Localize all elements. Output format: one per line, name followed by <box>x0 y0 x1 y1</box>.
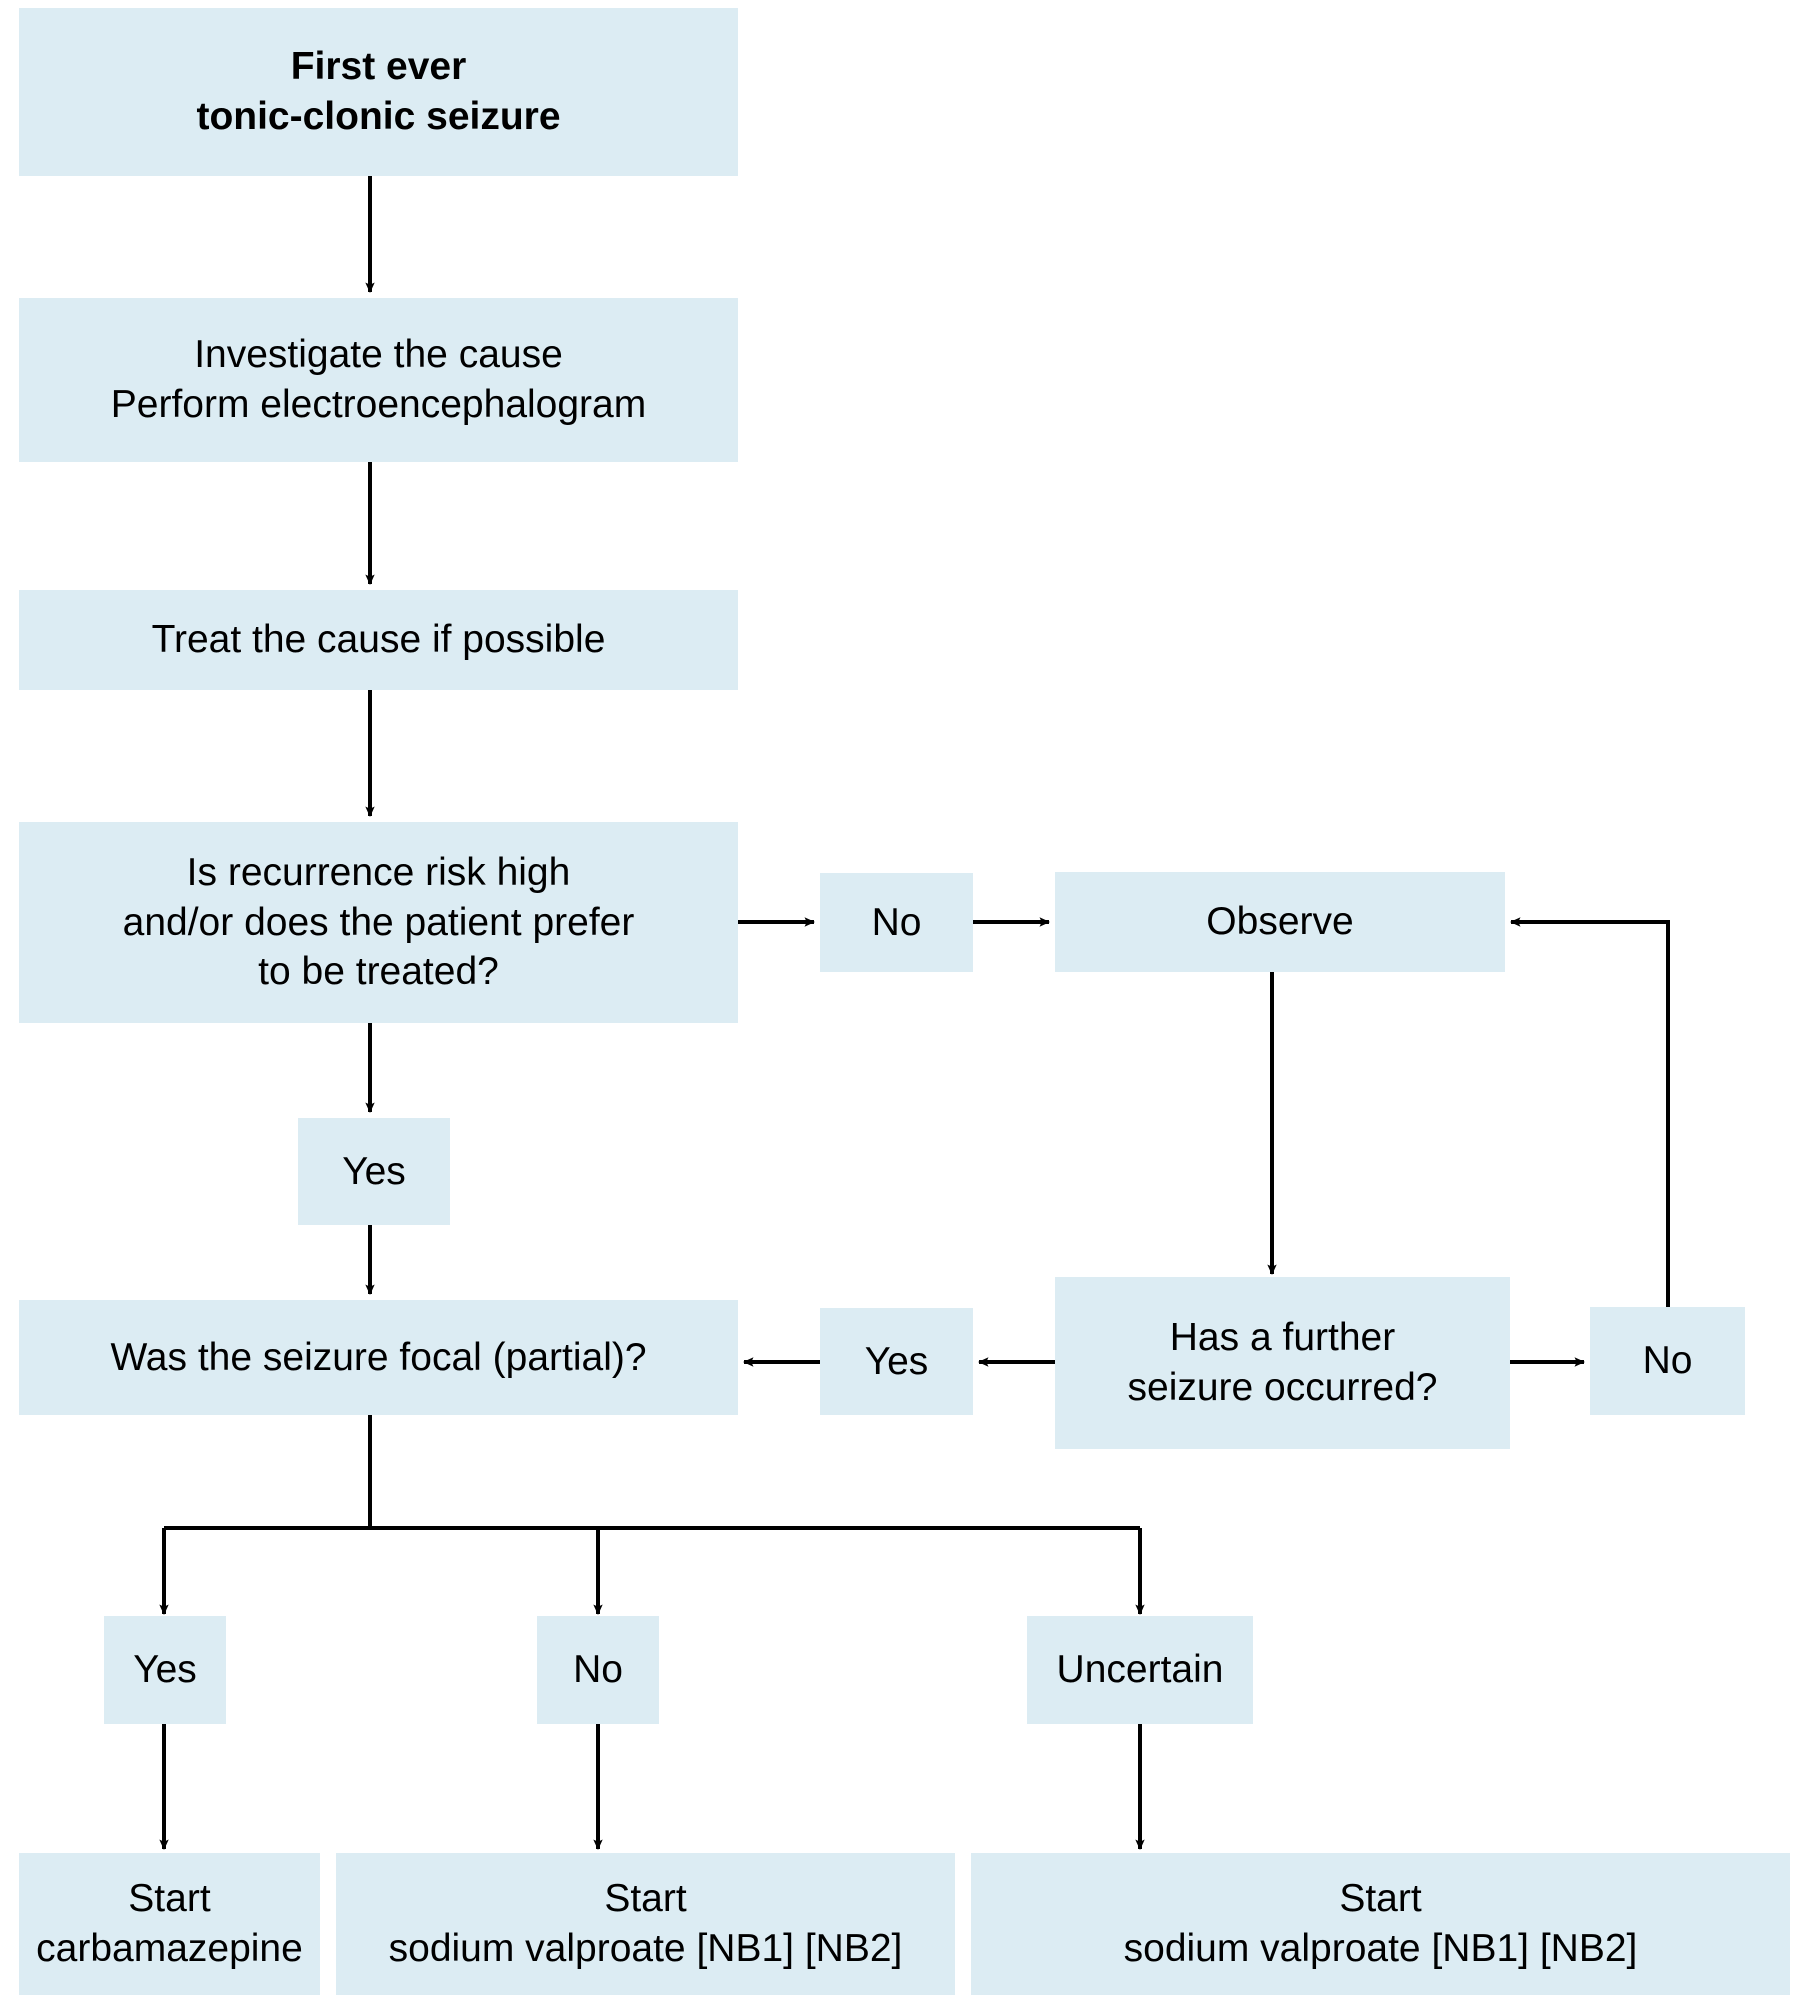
label-further-seizure-yes[interactable]: Yes <box>820 1308 973 1415</box>
label-focal-uncertain[interactable]: Uncertain <box>1027 1616 1253 1724</box>
node-start-carbamazepine[interactable]: Start carbamazepine <box>19 1853 320 1995</box>
label-focal-yes[interactable]: Yes <box>104 1616 226 1724</box>
label-further-seizure-no[interactable]: No <box>1590 1307 1745 1415</box>
node-treat-cause[interactable]: Treat the cause if possible <box>19 590 738 690</box>
node-start-valproate-no-branch[interactable]: Start sodium valproate [NB1] [NB2] <box>336 1853 955 1995</box>
node-start-valproate-uncertain-branch[interactable]: Start sodium valproate [NB1] [NB2] <box>971 1853 1790 1995</box>
node-further-seizure-question[interactable]: Has a further seizure occurred? <box>1055 1277 1510 1449</box>
node-focal-seizure-question[interactable]: Was the seizure focal (partial)? <box>19 1300 738 1415</box>
edge-no-loopback-to-observe <box>1510 917 1670 1307</box>
node-first-ever-seizure[interactable]: First ever tonic-clonic seizure <box>19 8 738 176</box>
node-observe[interactable]: Observe <box>1055 872 1505 972</box>
node-recurrence-risk-question[interactable]: Is recurrence risk high and/or does the … <box>19 822 738 1023</box>
node-investigate-cause[interactable]: Investigate the cause Perform electroenc… <box>19 298 738 462</box>
label-recurrence-no[interactable]: No <box>820 873 973 972</box>
label-recurrence-yes[interactable]: Yes <box>298 1118 450 1225</box>
label-focal-no[interactable]: No <box>537 1616 659 1724</box>
